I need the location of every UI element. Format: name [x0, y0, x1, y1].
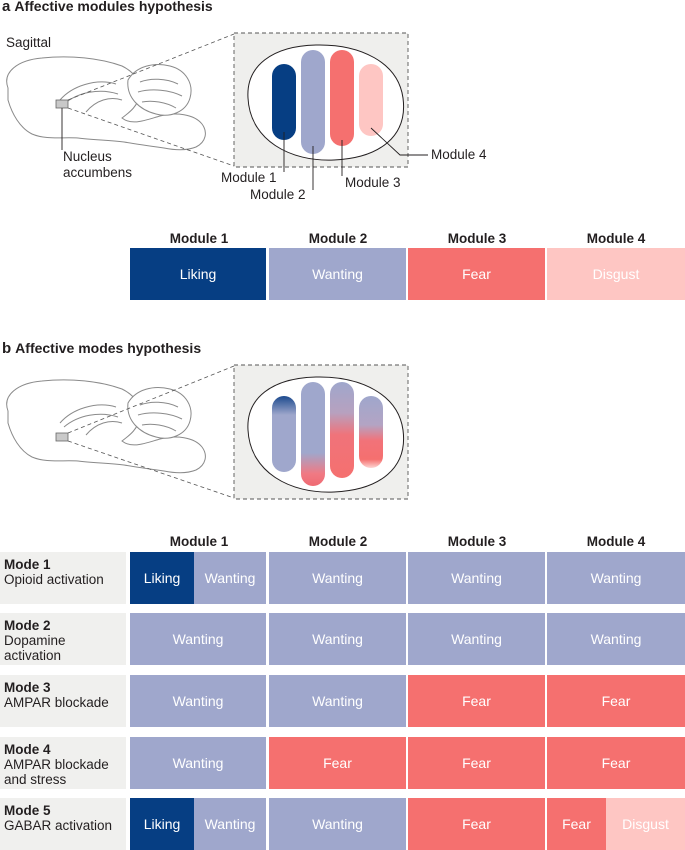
brain-sagittal-a — [6, 56, 206, 151]
panel-a-colhead-2: Module 2 — [308, 231, 368, 246]
mode-3-name: Mode 3 — [4, 680, 51, 695]
mode-5-cell-2: Wanting — [269, 798, 406, 850]
mode-2-name: Mode 2 — [4, 618, 51, 633]
mode-1-label: Mode 1 Opioid activation — [0, 552, 126, 604]
panel-a-cell-disgust: Disgust — [547, 248, 685, 300]
corpus-callosum-b — [59, 404, 119, 428]
mode-4-desc-line1: AMPAR blockade — [4, 757, 109, 772]
zoom-line-bottom-a — [67, 107, 235, 167]
mode-3-cell-4: Fear — [547, 675, 685, 727]
panel-a-colhead-4: Module 4 — [586, 231, 646, 246]
panel-b-colhead-3: Module 3 — [447, 534, 507, 549]
mode-5-desc-line1: GABAR activation — [4, 818, 113, 833]
module-1-callout: Module 1 — [221, 170, 277, 185]
module-4-callout: Module 4 — [431, 147, 487, 162]
mode-1-cell-1a: Liking — [130, 552, 194, 604]
panel-a-cell-wanting: Wanting — [269, 248, 406, 300]
mode-3-cell-1: Wanting — [130, 675, 266, 727]
mode-1-cell-3: Wanting — [408, 552, 545, 604]
mode-1-name: Mode 1 — [4, 557, 51, 572]
mode-3-cell-2: Wanting — [269, 675, 406, 727]
brain-outline-a — [6, 56, 206, 151]
mode-2-cell-3: Wanting — [408, 613, 545, 665]
mode-5-cell-1a: Liking — [130, 798, 194, 850]
panel-b-colhead-2: Module 2 — [308, 534, 368, 549]
panel-b-title: Affective modes hypothesis — [15, 340, 202, 356]
panel-a-cell-liking: Liking — [130, 248, 266, 300]
mode-5-cell-3: Fear — [408, 798, 545, 850]
mode-1-cell-2: Wanting — [269, 552, 406, 604]
mode-1-cell-1b: Wanting — [194, 552, 266, 604]
panel-b-colhead-4: Module 4 — [586, 534, 646, 549]
module-3-pill-a — [330, 50, 354, 146]
mode-2-desc-line1: Dopamine — [4, 633, 66, 648]
module-3-callout: Module 3 — [345, 175, 401, 190]
mode-4-name: Mode 4 — [4, 742, 51, 757]
panel-b-colhead-1: Module 1 — [169, 534, 229, 549]
sagittal-label: Sagittal — [6, 35, 52, 50]
mode-2-cell-1: Wanting — [130, 613, 266, 665]
mode-3-label: Mode 3 AMPAR blockade — [0, 675, 126, 727]
mode-5-cell-4b: Disgust — [606, 798, 685, 850]
cerebellum-folds-a — [137, 78, 183, 109]
module-1-pill-b — [272, 396, 296, 472]
cerebellum-folds-b — [137, 401, 183, 432]
module-4-pill-b — [359, 396, 383, 468]
nucleus-accumbens-mark-a — [55, 99, 69, 109]
brain-sagittal-b — [6, 379, 206, 474]
mode-5-cell-1b: Wanting — [194, 798, 266, 850]
mode-2-desc-line2: activation — [4, 648, 62, 663]
mode-4-cell-2: Fear — [269, 737, 406, 789]
mode-5-name: Mode 5 — [4, 803, 51, 818]
mode-4-label: Mode 4 AMPAR blockade and stress — [0, 737, 126, 789]
mode-3-cell-3: Fear — [408, 675, 545, 727]
mode-1-cell-4: Wanting — [547, 552, 685, 604]
mode-1-desc-line1: Opioid activation — [4, 572, 104, 587]
panel-a-title: Affective modules hypothesis — [14, 0, 213, 14]
zoom-line-bottom-b — [67, 440, 235, 499]
module-1-pill-a — [272, 64, 296, 140]
mode-4-cell-3: Fear — [408, 737, 545, 789]
zoom-line-top-a — [67, 33, 235, 101]
panel-b-letter: b — [2, 340, 12, 357]
nucleus-accumbens-mark-b — [55, 432, 69, 442]
mode-2-cell-4: Wanting — [547, 613, 685, 665]
zoom-line-top-b — [67, 365, 235, 434]
mode-4-desc-line2: and stress — [4, 772, 67, 787]
module-2-pill-a — [301, 50, 325, 154]
module-2-callout: Module 2 — [250, 187, 306, 202]
mode-4-cell-1: Wanting — [130, 737, 266, 789]
module-4-pill-a — [359, 64, 383, 136]
nucleus-accumbens-label-line2: accumbens — [63, 165, 133, 180]
brain-outline-b — [6, 379, 206, 474]
panel-a-letter: a — [2, 0, 11, 15]
mode-2-label: Mode 2 Dopamine activation — [0, 613, 126, 665]
panel-a-colhead-3: Module 3 — [447, 231, 507, 246]
nucleus-accumbens-label-line1: Nucleus — [63, 149, 112, 164]
mode-5-cell-4a: Fear — [547, 798, 606, 850]
module-2-pill-b — [301, 382, 325, 486]
panel-a-colhead-1: Module 1 — [169, 231, 229, 246]
mode-2-cell-2: Wanting — [269, 613, 406, 665]
module-4-leader — [370, 127, 428, 156]
panel-a-cell-fear: Fear — [408, 248, 545, 300]
module-3-pill-b — [330, 382, 354, 478]
mode-3-desc-line1: AMPAR blockade — [4, 695, 109, 710]
mode-4-cell-4: Fear — [547, 737, 685, 789]
mode-5-label: Mode 5 GABAR activation — [0, 798, 126, 850]
